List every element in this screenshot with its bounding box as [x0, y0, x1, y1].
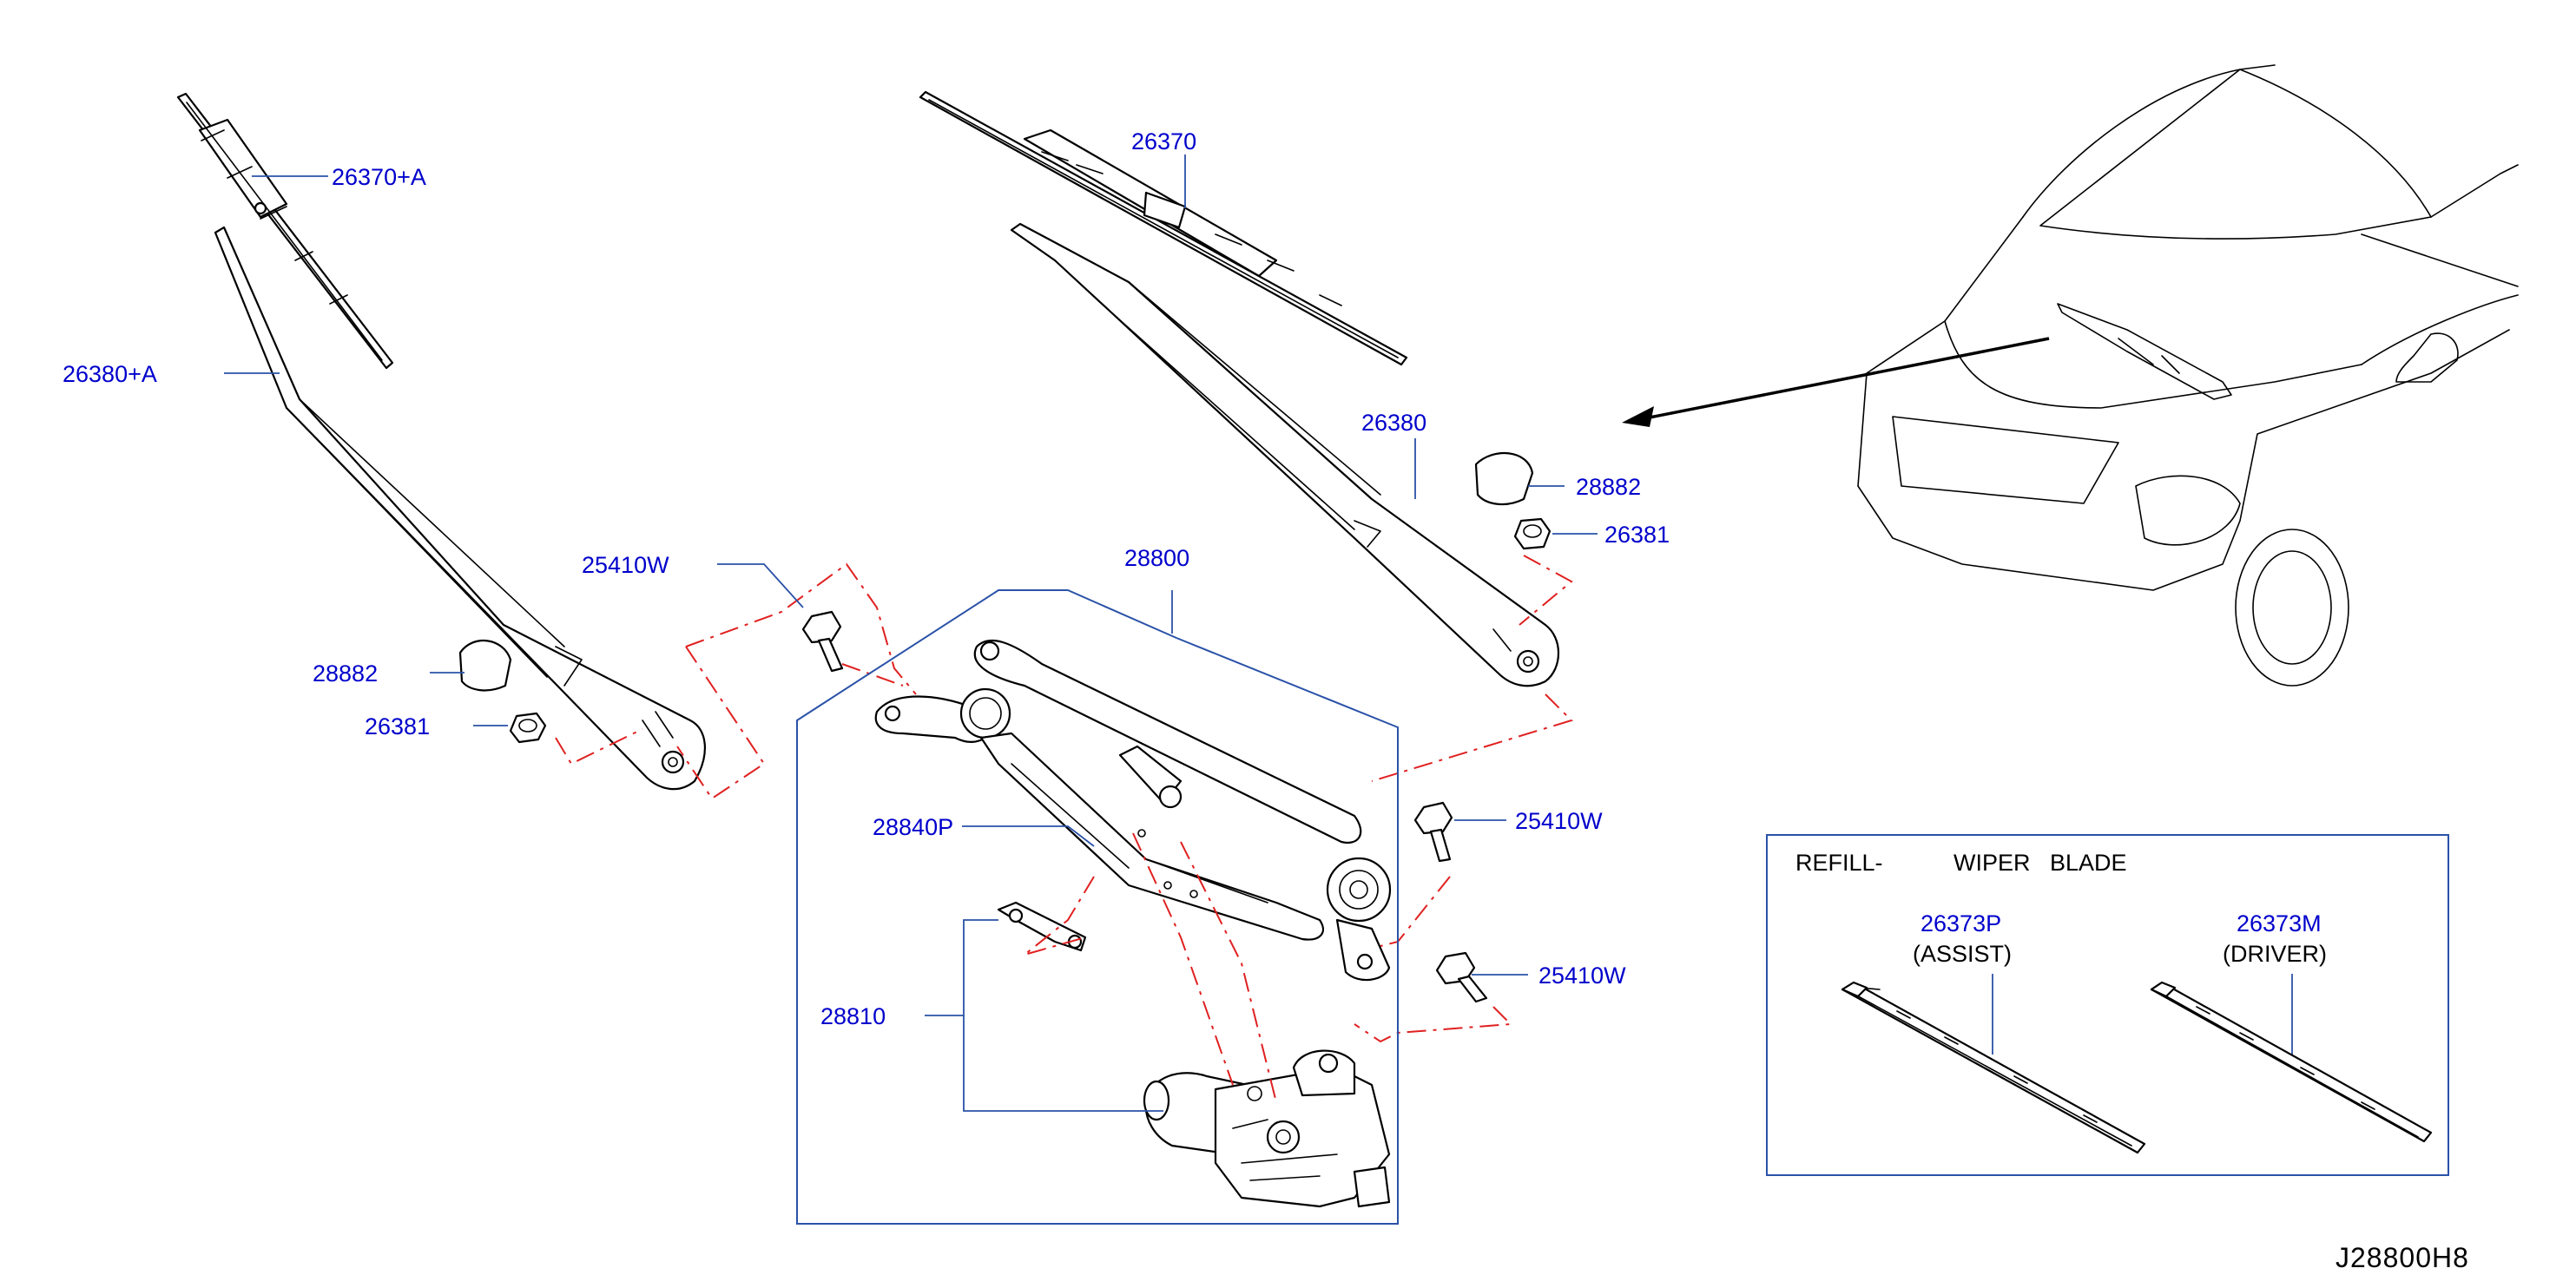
refill-assist-strip [1841, 981, 2146, 1154]
refill-driver-code: 26373M [2237, 910, 2322, 936]
linkage-group-outline [796, 589, 1399, 1225]
refill-driver-label: (DRIVER) [2223, 941, 2327, 967]
bolt-top [801, 610, 844, 673]
assist-wiper-arm [214, 226, 706, 791]
bolt-mid [1413, 801, 1453, 863]
callout-28800: 28800 [1124, 545, 1189, 571]
assembly-lines [555, 555, 1573, 1103]
refill-driver-strip [2150, 981, 2433, 1143]
refill-title-left: REFILL- [1795, 850, 1883, 876]
bolt-low [1435, 951, 1488, 1003]
callout-26370: 26370 [1131, 128, 1196, 154]
refill-assist-label: (ASSIST) [1913, 941, 2012, 967]
callout-25410W-mid: 25410W [1515, 808, 1603, 834]
callout-26380A: 26380+A [63, 361, 157, 387]
assist-wiper-blade [176, 92, 394, 370]
callout-26380: 26380 [1361, 410, 1426, 436]
callout-25410W-top: 25410W [582, 552, 669, 578]
callout-26370A: 26370+A [332, 164, 426, 190]
refill-wiper-blade-box: REFILL- WIPER BLADE 26373P (ASSIST) 2637… [1766, 834, 2449, 1176]
motor-bracket [997, 901, 1087, 952]
nut-left [509, 712, 547, 744]
refill-title-right: WIPER BLADE [1953, 850, 2127, 876]
callout-28882-left: 28882 [313, 660, 378, 687]
callout-28882-right: 28882 [1576, 474, 1641, 500]
car-illustration [1857, 64, 2519, 687]
refill-assist-code: 26373P [1920, 910, 2001, 936]
wiper-motor [1143, 1049, 1391, 1208]
pointer-arrow [1622, 337, 2050, 427]
leader-lines [224, 154, 1598, 1112]
cap-right [1474, 452, 1534, 506]
driver-wiper-blade [919, 90, 1408, 366]
callout-28810: 28810 [820, 1003, 886, 1029]
wiper-linkage-assembly [874, 639, 1392, 982]
callout-25410W-low: 25410W [1538, 963, 1626, 989]
callout-26381-left: 26381 [365, 713, 430, 739]
cap-left [458, 640, 512, 692]
driver-wiper-arm [1010, 222, 1560, 687]
nut-right [1513, 517, 1552, 550]
diagram-reference-code: J28800H8 [2336, 1242, 2469, 1273]
callout-26381-right: 26381 [1604, 522, 1670, 548]
callout-28840P: 28840P [873, 814, 953, 840]
